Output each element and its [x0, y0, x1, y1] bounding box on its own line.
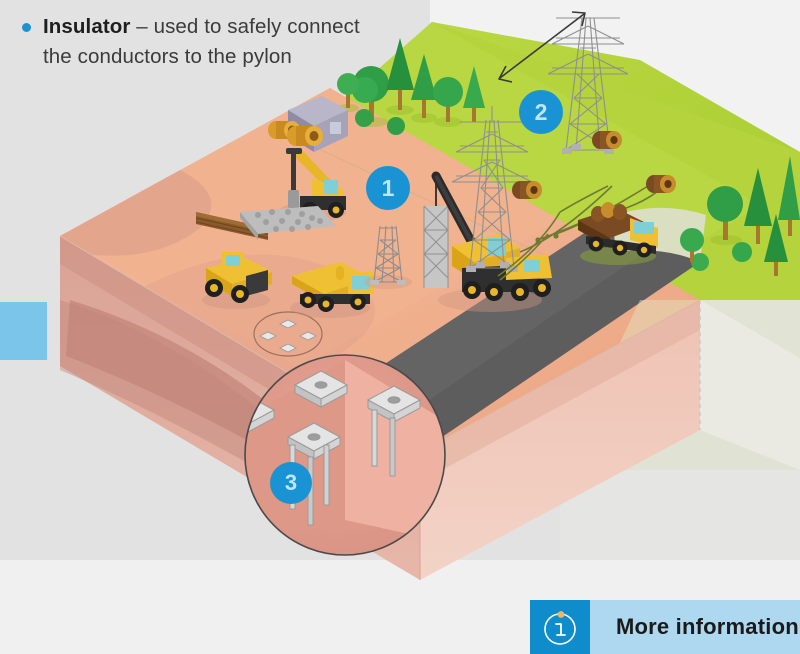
left-edge-tab[interactable]: [0, 302, 47, 360]
caption-dash: –: [130, 15, 154, 38]
flatbed-truck: [578, 202, 658, 265]
marker-3[interactable]: 3: [270, 462, 312, 504]
caption-text: Insulator – used to safely connect the c…: [43, 12, 372, 71]
caption-block: Insulator – used to safely connect the c…: [22, 12, 372, 71]
tree-cluster-right: [680, 156, 800, 276]
span-arrow: [498, 11, 586, 83]
more-information-button[interactable]: More information: [530, 600, 800, 654]
marker-2[interactable]: 2: [519, 90, 563, 134]
cable-drums-stack: [268, 121, 323, 146]
pylon-base-section: [364, 225, 412, 289]
caption-term: Insulator: [43, 15, 131, 38]
foundation-layout-circle: [253, 311, 323, 357]
scene-illustration: [59, 11, 800, 580]
bullet-icon: [22, 23, 31, 32]
marker-1[interactable]: 1: [366, 166, 410, 210]
cable-drum-field: [512, 131, 676, 199]
bulldozer: [202, 252, 272, 309]
tree-cluster-back-left: [328, 38, 485, 135]
info-circle-icon: [530, 600, 590, 654]
pile-foundations: [245, 370, 422, 526]
gravel-pile: [240, 206, 336, 240]
transmission-tower-near: [451, 106, 533, 272]
more-information-label: More information: [590, 600, 800, 654]
dump-truck: [290, 262, 374, 318]
caption-description: used to safely connect the conductors to…: [43, 15, 360, 68]
magnifier-circle: [244, 354, 446, 556]
